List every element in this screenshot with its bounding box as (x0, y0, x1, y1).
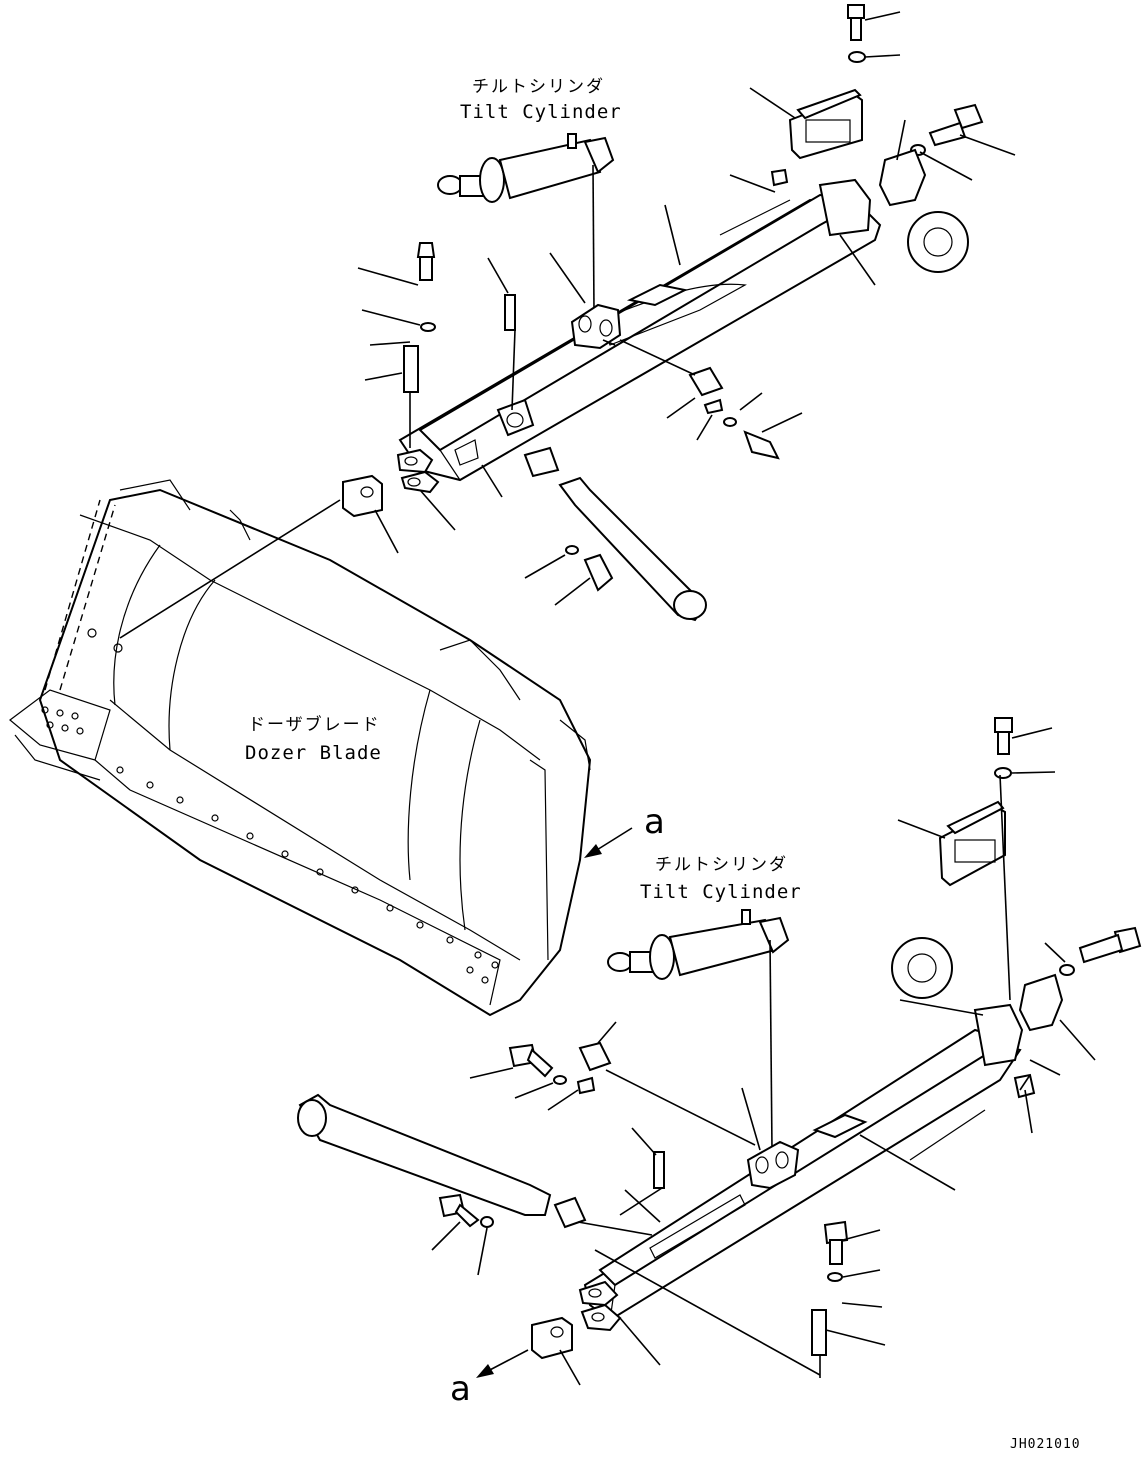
top-trunnion-cap (878, 148, 969, 273)
top-leader-lines (119, 11, 1016, 639)
bottom-trunnion-cap (891, 937, 1064, 1032)
bottom-bracket-handle (938, 800, 1006, 887)
top-cylinder-label-jp: チルトシリンダ (472, 77, 605, 97)
view-arrow-top (584, 827, 633, 858)
dozer-blade (9, 479, 592, 1017)
top-cylinder-label-en: Tilt Cylinder (460, 101, 622, 123)
top-brace-arm (558, 476, 707, 622)
top-tilt-frame (396, 178, 882, 494)
bottom-brace-arm (297, 1093, 552, 1216)
top-bracket-handle (788, 88, 863, 160)
blade-label-jp: ドーザブレード (248, 714, 381, 735)
view-marker-bottom: a (450, 1369, 471, 1409)
top-tilt-cylinder (437, 133, 615, 203)
top-bolts-and-washers (342, 4, 984, 518)
bottom-leader-lines (431, 727, 1096, 1386)
blade-label-en: Dozer Blade (245, 742, 382, 764)
bottom-bolts-and-washers (438, 717, 1142, 1360)
view-arrow-bottom (476, 1349, 529, 1378)
bottom-cylinder-label-jp: チルトシリンダ (655, 855, 788, 875)
drawing-code: JH021010 (1010, 1437, 1081, 1452)
bottom-tilt-frame (578, 1003, 1024, 1332)
bottom-cylinder-label-en: Tilt Cylinder (640, 881, 802, 903)
view-marker-top: a (644, 802, 665, 842)
blade-bolt-holes (41, 706, 499, 984)
bottom-tilt-cylinder (607, 909, 790, 980)
